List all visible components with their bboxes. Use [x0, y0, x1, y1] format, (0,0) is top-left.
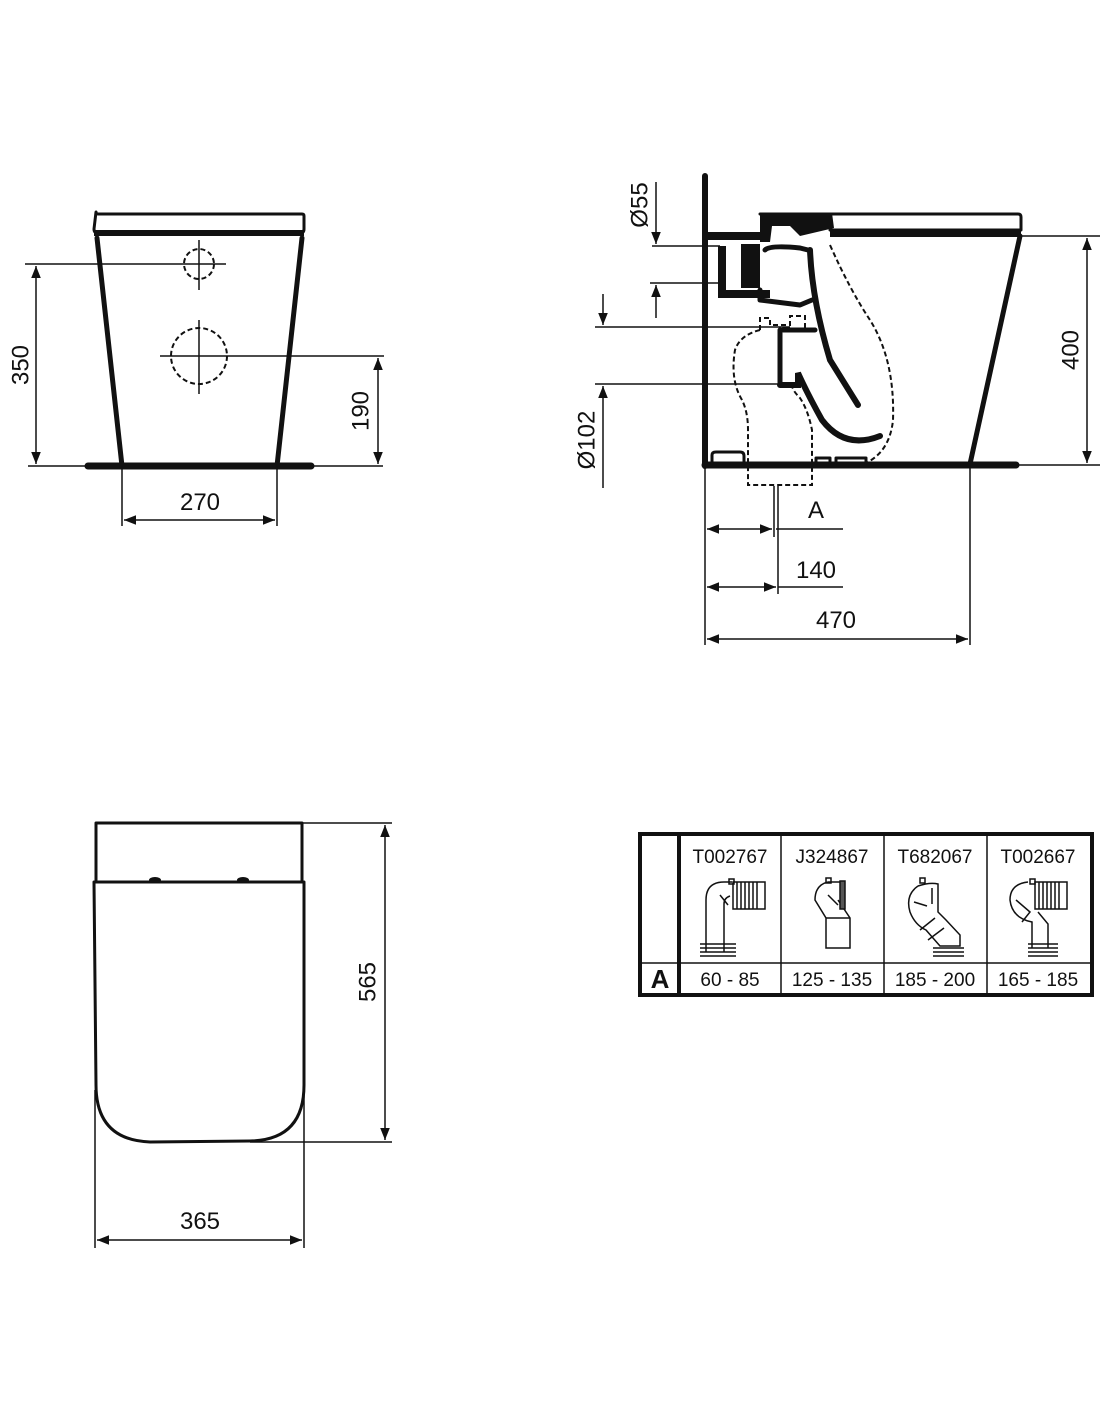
connector-range: 185 - 200	[895, 970, 975, 991]
side-body-front	[967, 233, 1023, 467]
dim-outlet-diameter: Ø102	[573, 411, 600, 470]
connector-table: A T002767 J324867 T682067 T002667 60 - 8…	[638, 832, 1094, 997]
front-body-left	[94, 235, 125, 469]
connector-range: 125 - 135	[792, 970, 872, 991]
top-view: 565 365	[92, 821, 392, 1248]
dim-470: 470	[816, 607, 856, 634]
connector-range: 165 - 185	[998, 970, 1078, 991]
front-body-right	[274, 235, 305, 469]
top-seat-outline	[92, 880, 306, 1144]
dim-565: 565	[354, 962, 381, 1002]
connector-range: 60 - 85	[700, 970, 759, 991]
side-view: Ø55 Ø102 400 A 140 470	[573, 173, 1100, 645]
bellows-elbow-connector-icon	[700, 878, 766, 957]
dim-365: 365	[180, 1208, 220, 1235]
connector-code: T002667	[1000, 847, 1075, 868]
dim-400: 400	[1057, 330, 1084, 370]
dim-270: 270	[180, 489, 220, 516]
dim-190: 190	[347, 391, 374, 431]
dim-350: 350	[7, 345, 34, 385]
angled-pan-connector-icon	[907, 877, 964, 957]
dim-a-label: A	[808, 497, 824, 524]
offset-pan-connector-icon	[814, 877, 851, 949]
connector-code: T682067	[897, 847, 972, 868]
table-row-label-a: A	[651, 964, 670, 994]
front-view: 350 190 270	[7, 210, 384, 526]
side-lid	[758, 212, 1023, 232]
bowl-dashed-outline	[829, 244, 895, 463]
dim-inlet-diameter: Ø55	[626, 182, 653, 227]
bellows-offset-connector-icon	[1009, 878, 1068, 957]
dim-140: 140	[796, 557, 836, 584]
connector-code: J324867	[796, 847, 869, 868]
connector-code: T002767	[692, 847, 767, 868]
front-lid	[92, 210, 306, 235]
